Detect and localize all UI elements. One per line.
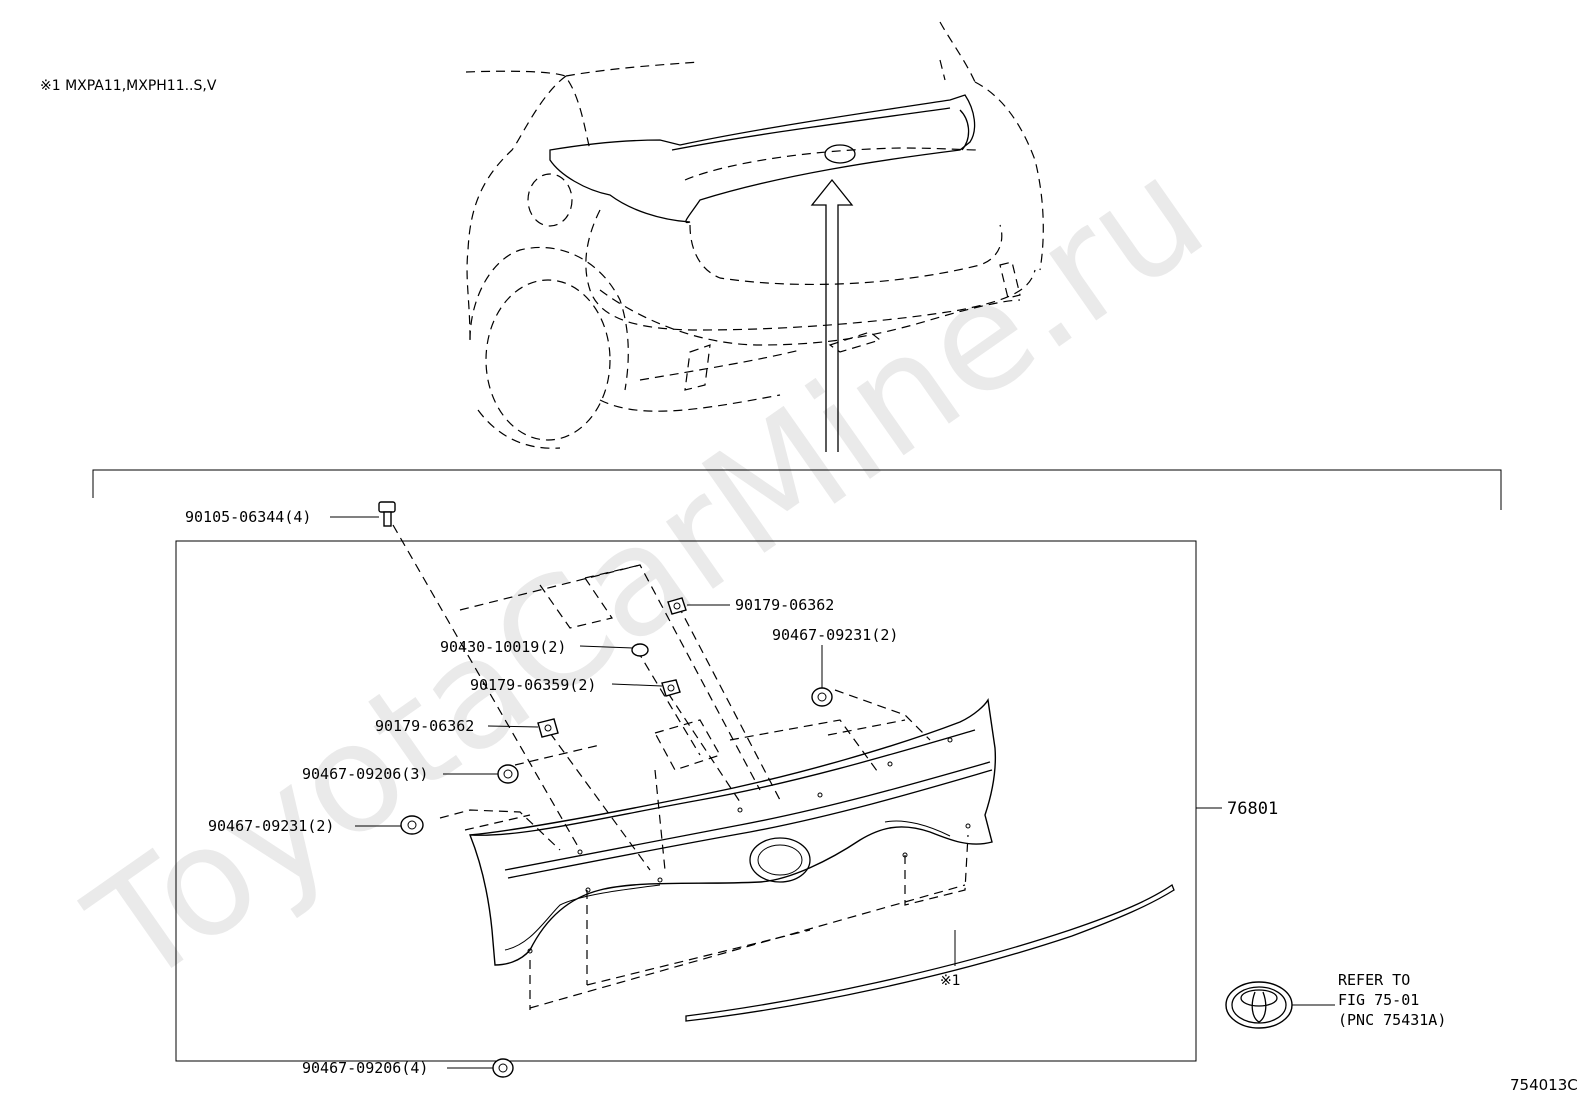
callout-grommet-bottom: 90467-09206(4) bbox=[302, 1059, 428, 1077]
callout-nut: 90179-06359(2) bbox=[470, 676, 596, 694]
assembly-number: 76801 bbox=[1227, 799, 1278, 819]
assembly-guide-lines bbox=[392, 524, 969, 1010]
figure-code: 754013C bbox=[1510, 1076, 1578, 1094]
callout-washer: 90430-10019(2) bbox=[440, 638, 566, 656]
fastener-grommet-left3-icon bbox=[497, 764, 519, 784]
fastener-grommet-bottom-icon bbox=[492, 1058, 514, 1078]
reference-line-3: (PNC 75431A) bbox=[1338, 1011, 1446, 1029]
callout-grommet-left-2: 90467-09231(2) bbox=[208, 817, 334, 835]
fastener-clip-upper-icon bbox=[667, 597, 687, 615]
reference-line-2: FIG 75-01 bbox=[1338, 991, 1419, 1009]
fastener-clip-left-icon bbox=[537, 718, 559, 738]
callout-clip-upper-right: 90179-06362 bbox=[735, 596, 834, 614]
callout-bolt-top: 90105-06344(4) bbox=[185, 508, 311, 526]
detail-frame bbox=[175, 540, 1197, 1062]
callout-clip-left: 90179-06362 bbox=[375, 717, 474, 735]
reference-line-1: REFER TO bbox=[1338, 971, 1410, 989]
group-bracket bbox=[92, 469, 1502, 510]
fastener-bolt-icon bbox=[378, 501, 396, 527]
fastener-grommet-right-icon bbox=[811, 687, 833, 707]
fastener-nut-icon bbox=[661, 679, 681, 697]
callout-grommet-right: 90467-09231(2) bbox=[772, 626, 898, 644]
toyota-emblem-icon bbox=[1225, 981, 1293, 1029]
callout-grommet-left-3: 90467-09206(3) bbox=[302, 765, 428, 783]
protective-strip bbox=[685, 884, 1175, 1022]
car-rear-illustration bbox=[465, 21, 1044, 449]
callout-strip-note: ※1 bbox=[940, 973, 961, 989]
back-door-garnish bbox=[469, 697, 997, 966]
watermark-text: ToyotaCarMine.ru bbox=[60, 125, 1234, 1020]
fastener-grommet-left2-icon bbox=[400, 815, 424, 835]
up-arrow-icon bbox=[810, 178, 854, 452]
fastener-washer-icon bbox=[631, 643, 649, 657]
leader-lines bbox=[330, 516, 1335, 1069]
applicability-note: ※1 MXPA11,MXPH11..S,V bbox=[40, 78, 217, 94]
